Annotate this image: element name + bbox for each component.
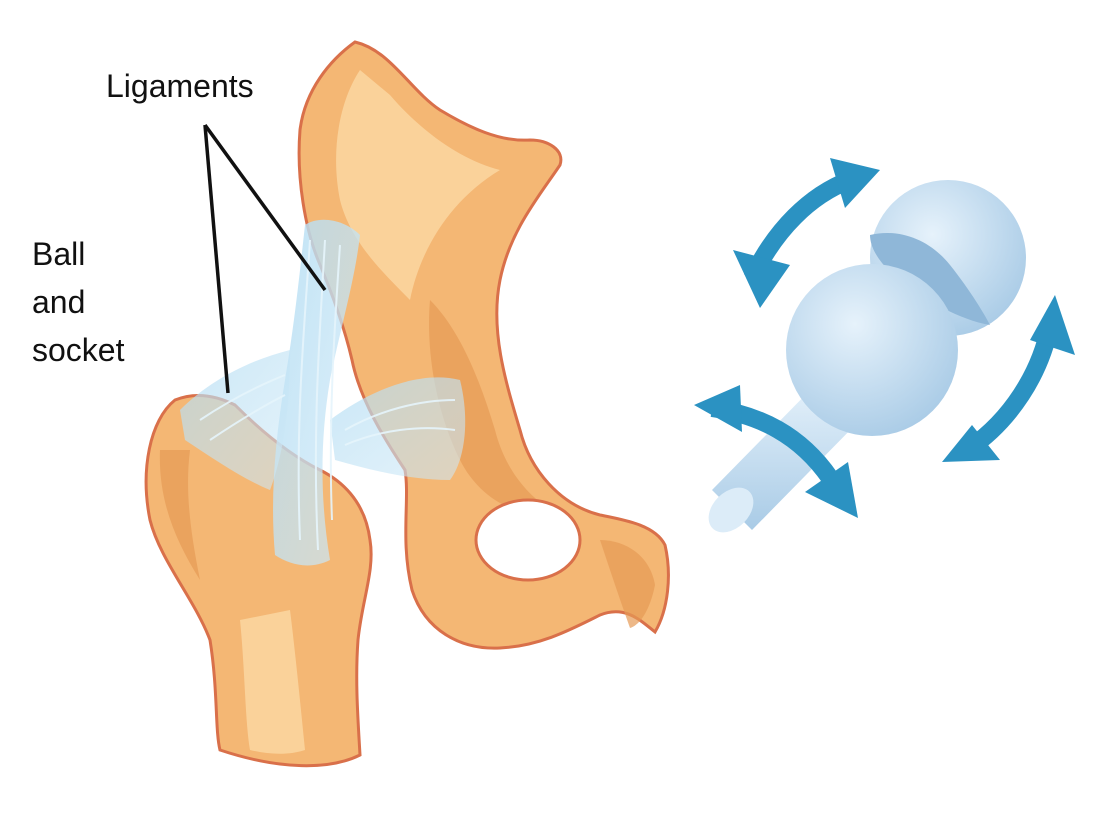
shaft-end — [708, 487, 754, 533]
ball-and-socket-model — [708, 180, 1026, 533]
arrow-head-icon — [830, 158, 880, 208]
arrow-head-icon — [942, 425, 1000, 462]
hip-bone-illustration — [297, 40, 670, 650]
socket-opening — [870, 233, 990, 325]
ligaments-label: Ligaments — [106, 68, 254, 104]
ball-and-socket-line-1: Ball — [32, 236, 86, 272]
arrow-head-icon — [733, 250, 790, 308]
ball-and-socket-line-3: socket — [32, 332, 125, 368]
ball-and-socket-label: Ball and socket — [32, 230, 124, 374]
arrow-head-icon — [1030, 295, 1075, 355]
arrow-head-icon — [694, 385, 742, 432]
pelvis-highlight — [336, 70, 500, 300]
femur-shadow — [159, 450, 200, 580]
obturator-foramen — [474, 498, 582, 582]
leader-lines — [203, 123, 327, 394]
leader-line-left — [203, 124, 230, 394]
leader-line-right — [203, 123, 327, 292]
rotation-arrow-icon — [964, 323, 1059, 456]
arrow-head-icon — [805, 462, 858, 518]
arrow-heads — [694, 158, 1075, 518]
pelvis-shadow — [429, 300, 560, 516]
ligaments-illustration — [180, 219, 466, 566]
ball — [786, 264, 958, 436]
femur-highlight — [240, 610, 305, 754]
pubis-shadow — [600, 540, 655, 628]
ball-and-socket-line-2: and — [32, 284, 86, 320]
ligament-band-right — [330, 377, 466, 480]
